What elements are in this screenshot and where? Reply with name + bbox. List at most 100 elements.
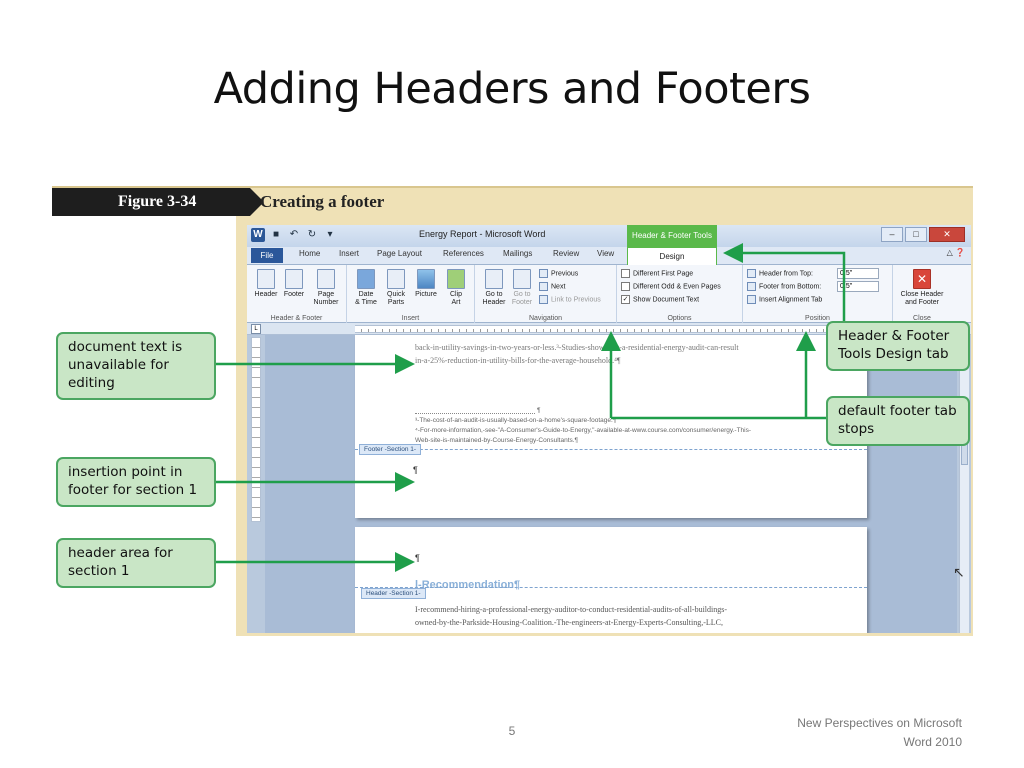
footnote-4-cont: Web-site-is-maintained-by-Course-Energy-…	[415, 437, 579, 444]
quick-access-toolbar: W ■ ↶ ↻ ▾	[251, 228, 337, 242]
footer-position-icon	[747, 282, 756, 291]
footnote-3: ³-The-cost-of-an-audit-is-usually-based-…	[415, 417, 617, 424]
word-logo-icon: W	[251, 228, 265, 242]
footer-button[interactable]: Footer	[277, 269, 311, 299]
picture-icon	[417, 269, 435, 289]
restore-icon[interactable]: □	[905, 227, 927, 242]
help-icon[interactable]: △ ❓	[946, 248, 965, 257]
header-from-top-label: Header from Top:	[747, 269, 813, 278]
mouse-pointer-icon: ↖	[953, 564, 965, 580]
doc-heading: l-Recommendation¶	[415, 579, 521, 591]
minimize-icon[interactable]: –	[881, 227, 903, 242]
header-icon	[257, 269, 275, 289]
figure-caption: Creating a footer	[260, 192, 385, 211]
footer-from-bottom-label: Footer from Bottom:	[747, 282, 821, 291]
clip-art-button[interactable]: Clip Art	[439, 269, 473, 307]
quick-parts-button[interactable]: Quick Parts	[379, 269, 413, 307]
tab-view[interactable]: View	[597, 249, 615, 258]
picture-button[interactable]: Picture	[409, 269, 443, 299]
title-bar: W ■ ↶ ↻ ▾ Energy Report - Microsoft Word…	[247, 225, 971, 247]
tab-insert[interactable]: Insert	[339, 249, 360, 258]
close-header-footer-button[interactable]: ✕ Close Header and Footer	[897, 269, 947, 307]
header-button[interactable]: Header	[249, 269, 283, 299]
different-odd-even-checkbox[interactable]: Different Odd & Even Pages	[621, 282, 721, 291]
save-icon[interactable]: ■	[272, 229, 280, 240]
calendar-icon	[357, 269, 375, 289]
source-line-1: New Perspectives on Microsoft	[797, 716, 962, 730]
slide-number: 5	[508, 724, 516, 738]
different-first-page-checkbox[interactable]: Different First Page	[621, 269, 693, 278]
tab-selector[interactable]: L	[251, 324, 261, 334]
group-label-navigation: Navigation	[528, 315, 563, 322]
header-boundary	[355, 587, 867, 588]
tab-references[interactable]: References	[443, 249, 484, 258]
figure-caption-bar: Figure 3-34 Creating a footer	[52, 186, 973, 216]
callout-doc-text: document text is unavailable for editing	[56, 332, 216, 400]
redo-icon[interactable]: ↻	[307, 229, 317, 240]
group-close: ✕ Close Header and Footer Close	[893, 265, 951, 323]
vertical-ruler[interactable]	[251, 337, 261, 522]
tab-mailings[interactable]: Mailings	[503, 249, 533, 258]
group-options: Different First Page Different Odd & Eve…	[617, 265, 743, 323]
checkmark-icon: ✓	[621, 295, 630, 304]
tab-file[interactable]: File	[251, 248, 283, 263]
close-x-icon: ✕	[913, 269, 931, 289]
footer-boundary	[355, 449, 867, 450]
link-icon	[539, 295, 548, 304]
page-1: back-in-utility-savings-in-two-years-or-…	[355, 335, 867, 518]
group-position: Header from Top: 0.5" Footer from Bottom…	[743, 265, 893, 323]
close-window-icon[interactable]: ✕	[929, 227, 965, 242]
go-to-header-button[interactable]: Go to Header	[477, 269, 511, 307]
next-button[interactable]: Next	[539, 282, 565, 291]
group-label-header-footer: Header & Footer	[270, 315, 323, 322]
vertical-scrollbar[interactable]	[959, 335, 969, 633]
tab-review[interactable]: Review	[553, 249, 580, 258]
tab-page-layout[interactable]: Page Layout	[377, 249, 422, 258]
page-2: ¶ l-Recommendation¶ Header -Section 1- I…	[355, 527, 867, 633]
ribbon: Header Footer Page Number Header & Foote…	[247, 265, 971, 323]
group-label-insert: Insert	[401, 315, 420, 322]
customize-qat-icon[interactable]: ▾	[327, 229, 333, 240]
ribbon-tabs: File Home Insert Page Layout References …	[247, 247, 971, 265]
group-header-footer: Header Footer Page Number Header & Foote…	[247, 265, 347, 323]
footnote-separator-mark: ¶	[537, 407, 541, 414]
footer-from-bottom-input[interactable]: 0.5"	[837, 281, 879, 292]
doc-text-line-1: back-in-utility-savings-in-two-years-or-…	[415, 343, 739, 352]
header-from-top-input[interactable]: 0.5"	[837, 268, 879, 279]
callout-insertion-point: insertion point in footer for section 1	[56, 457, 216, 507]
footer-insertion-point[interactable]: ¶	[413, 465, 418, 475]
footnote-4: ⁴-For-more-information,-see-"A-Consumer'…	[415, 427, 752, 434]
page-number-icon	[317, 269, 335, 289]
header-position-icon	[747, 269, 756, 278]
callout-header-area: header area for section 1	[56, 538, 216, 588]
page-number-button[interactable]: Page Number	[309, 269, 343, 307]
go-to-footer-icon	[513, 269, 531, 289]
show-document-text-checkbox[interactable]: ✓Show Document Text	[621, 295, 700, 304]
doc-body-line-1: I-recommend-hiring-a-professional-energy…	[415, 605, 728, 614]
footnote-separator	[415, 413, 535, 421]
header-paragraph-mark[interactable]: ¶	[415, 553, 420, 563]
ruler-strip[interactable]	[355, 325, 829, 333]
doc-body-line-2: owned-by-the-Parkside-Housing-Coalition.…	[415, 618, 723, 627]
header-section-tag: Header -Section 1-	[361, 588, 426, 599]
previous-button[interactable]: Previous	[539, 269, 578, 278]
slide-title: Adding Headers and Footers	[213, 64, 811, 114]
callout-design-tab: Header & Footer Tools Design tab	[826, 321, 970, 371]
next-icon	[539, 282, 548, 291]
go-to-header-icon	[485, 269, 503, 289]
group-insert: Date & Time Quick Parts Picture Clip Art…	[347, 265, 475, 323]
group-navigation: Go to Header Go to Footer Previous Next …	[475, 265, 617, 323]
figure-number: Figure 3-34	[52, 188, 264, 216]
go-to-footer-button[interactable]: Go to Footer	[505, 269, 539, 307]
tab-design[interactable]: Design	[627, 247, 717, 265]
group-label-options: Options	[667, 315, 692, 322]
footer-section-tag: Footer -Section 1-	[359, 444, 422, 455]
undo-icon[interactable]: ↶	[289, 229, 299, 240]
tab-home[interactable]: Home	[299, 249, 321, 258]
group-label-close: Close	[913, 315, 931, 322]
context-tab-label: Header & Footer Tools	[627, 225, 717, 247]
link-to-previous-button[interactable]: Link to Previous	[539, 295, 601, 304]
insert-alignment-tab-button[interactable]: Insert Alignment Tab	[747, 295, 822, 304]
window-title: Energy Report - Microsoft Word	[419, 229, 546, 239]
date-time-button[interactable]: Date & Time	[349, 269, 383, 307]
